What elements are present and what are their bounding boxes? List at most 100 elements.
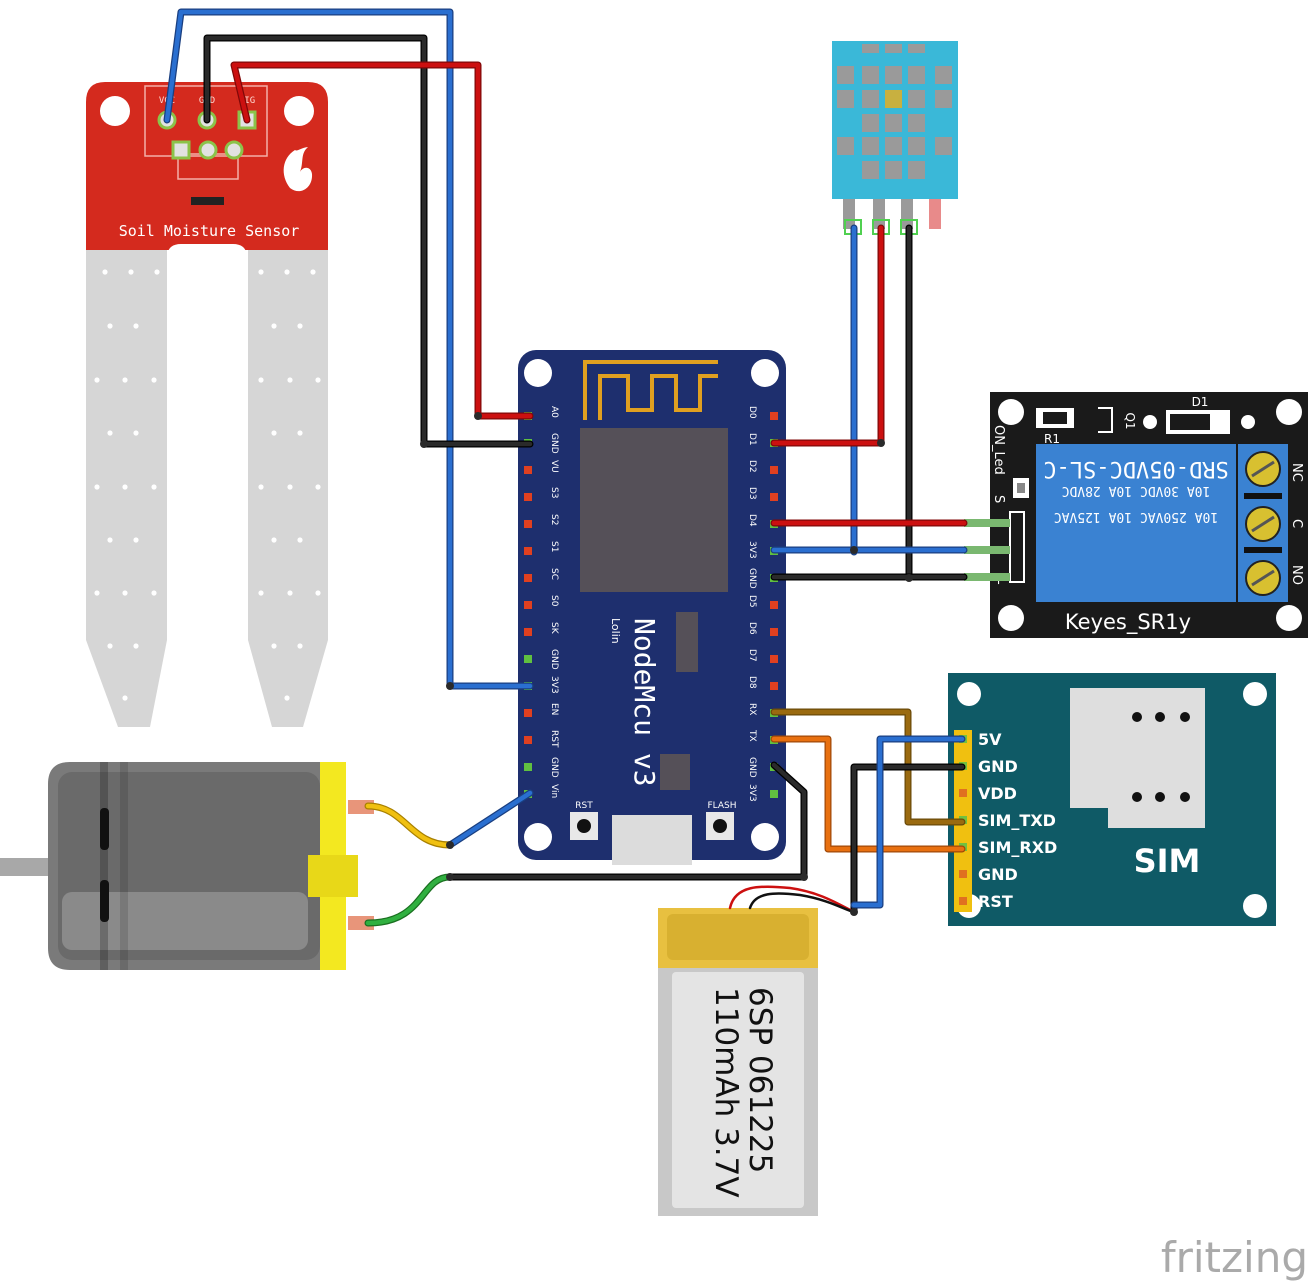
nodemcu-left-pin [524, 574, 532, 582]
nodemcu-right-pin-label: GND [747, 757, 757, 778]
nodemcu-left-pin [524, 628, 532, 636]
sim-module: SIM 5V GND VDD SIM_TXD SIM_RXD GND RST [948, 673, 1276, 926]
nodemcu-right-pin-label: D4 [747, 514, 757, 527]
dht-sensor [832, 41, 958, 235]
fritzing-watermark: fritzing [1161, 1233, 1308, 1282]
flash-button-label: FLASH [707, 801, 736, 811]
nodemcu-right-pin [770, 493, 778, 501]
sim-pin-label: RST [978, 892, 1013, 911]
sim-card-slot-icon [1070, 688, 1205, 828]
sim-pin-label: 5V [978, 730, 1002, 749]
wifi-antenna-icon [583, 360, 718, 420]
terminal-c-label: C [1289, 519, 1304, 528]
sim-pin-label: SIM_RXD [978, 838, 1057, 857]
q1-label: Q1 [1123, 412, 1137, 429]
nodemcu-left-pin-label: GND [549, 433, 559, 454]
nodemcu-left-pin-label: SK [549, 622, 559, 635]
sim-pin-label: VDD [978, 784, 1017, 803]
nodemcu-right-pin-label: D2 [747, 460, 757, 473]
d1-label: D1 [1192, 395, 1209, 409]
nodemcu-left-pin-label: RST [549, 730, 559, 748]
nodemcu-right-pin [770, 601, 778, 609]
nodemcu-left-pin [524, 466, 532, 474]
nodemcu-left-pin-label: S0 [549, 595, 559, 607]
nodemcu-right-pin-label: 3V3 [747, 784, 757, 802]
terminal-nc-label: NC [1289, 463, 1304, 482]
relay-model-text: SRD-05VDC-SL-C [1043, 456, 1228, 481]
sim-pin-label: GND [978, 865, 1018, 884]
nodemcu-right-pin-label: RX [747, 703, 757, 715]
nodemcu-left-pin-label: 3V3 [549, 676, 559, 694]
nodemcu-right-pin [770, 682, 778, 690]
relay-pin-minus-label: - [991, 580, 1006, 585]
nodemcu-left-pin-label: Vin [549, 784, 559, 798]
nodemcu-left-pin [524, 520, 532, 528]
motor-lead-green [364, 873, 454, 927]
nodemcu-right-pin-label: D8 [747, 676, 757, 689]
battery-lead-black [748, 892, 856, 914]
lipo-battery: 6SP 061225 110mAh 3.7V [658, 908, 818, 1216]
rst-button-label: RST [575, 801, 593, 811]
nodemcu-right-pin [770, 790, 778, 798]
sim-pin [959, 897, 967, 905]
nodemcu-right-pin-label: D5 [747, 595, 757, 608]
wire-dht-data [770, 224, 885, 447]
soil-sensor-title: Soil Moisture Sensor [119, 222, 300, 240]
sim-pin-label: SIM_TXD [978, 811, 1056, 830]
relay-rating-line-2: 10A 250VAC 10A 125VAC [1054, 509, 1218, 524]
soil-moisture-sensor: VCC GND SIG Soil Moisture Sensor [86, 82, 328, 727]
r1-label: R1 [1044, 432, 1060, 446]
nodemcu-right-pin-label: GND [747, 568, 757, 589]
sim-pin [959, 870, 967, 878]
nodemcu-right-pin-label: D7 [747, 649, 757, 662]
nodemcu-vendor: Lolin [609, 618, 622, 644]
nodemcu-left-pin [524, 547, 532, 555]
nodemcu-right-pin [770, 466, 778, 474]
battery-line-1: 6SP 061225 [742, 987, 778, 1173]
sim-pin-list: 5V GND VDD SIM_TXD SIM_RXD GND RST [959, 730, 1057, 911]
sim-label: SIM [1134, 842, 1201, 880]
nodemcu-left-pin-label: EN [549, 703, 559, 715]
nodemcu-left-pin-label: GND [549, 649, 559, 670]
sim-pin-label: GND [978, 757, 1018, 776]
nodemcu-left-pin-label: SC [549, 568, 559, 580]
nodemcu-left-pin-label: GND [549, 757, 559, 778]
relay-name: Keyes_SR1y [1065, 610, 1191, 635]
dc-motor [0, 762, 374, 970]
nodemcu-left-pin [524, 493, 532, 501]
nodemcu-left-pin [524, 709, 532, 717]
on-led-label: ON_Led [991, 425, 1006, 475]
relay-pin-s-label: S [991, 495, 1006, 503]
nodemcu-right-pin-label: D3 [747, 487, 757, 500]
nodemcu-right-pin [770, 628, 778, 636]
nodemcu-right-pin [770, 412, 778, 420]
nodemcu-right-pin-label: 3V3 [747, 541, 757, 559]
nodemcu-left-pin-label: VU [549, 460, 559, 473]
nodemcu-right-pin-label: D6 [747, 622, 757, 635]
nodemcu-left-pin-label: S3 [549, 487, 559, 498]
nodemcu-right-pin-label: D0 [747, 406, 757, 419]
battery-lead-red [728, 885, 856, 914]
nodemcu-name: NodeMcu v3 [628, 618, 661, 787]
flame-logo-icon [283, 147, 313, 192]
wires [163, 8, 968, 927]
nodemcu-left-pin-label: A0 [549, 406, 559, 418]
nodemcu-left-pin [524, 763, 532, 771]
nodemcu-left-pin [524, 601, 532, 609]
relay-rating-line-1: 10A 30VDC 10A 28VDC [1062, 483, 1211, 498]
nodemcu-left-pin-label: S1 [549, 541, 559, 552]
nodemcu-right-pin-label: D1 [747, 433, 757, 446]
pin-label-sig: SIG [239, 96, 255, 106]
terminal-no-label: NO [1289, 565, 1304, 585]
nodemcu-left-pin [524, 736, 532, 744]
nodemcu-left-pin-label: S2 [549, 514, 559, 525]
nodemcu-right-pin [770, 655, 778, 663]
sim-pin [959, 789, 967, 797]
relay-module: R1 Q1 D1 ON_Led S - SRD-05VDC-SL-C 10A 3… [964, 392, 1308, 638]
nodemcu-left-pin [524, 655, 532, 663]
battery-line-2: 110mAh 3.7V [708, 987, 744, 1198]
nodemcu-right-pin-label: TX [747, 729, 757, 742]
